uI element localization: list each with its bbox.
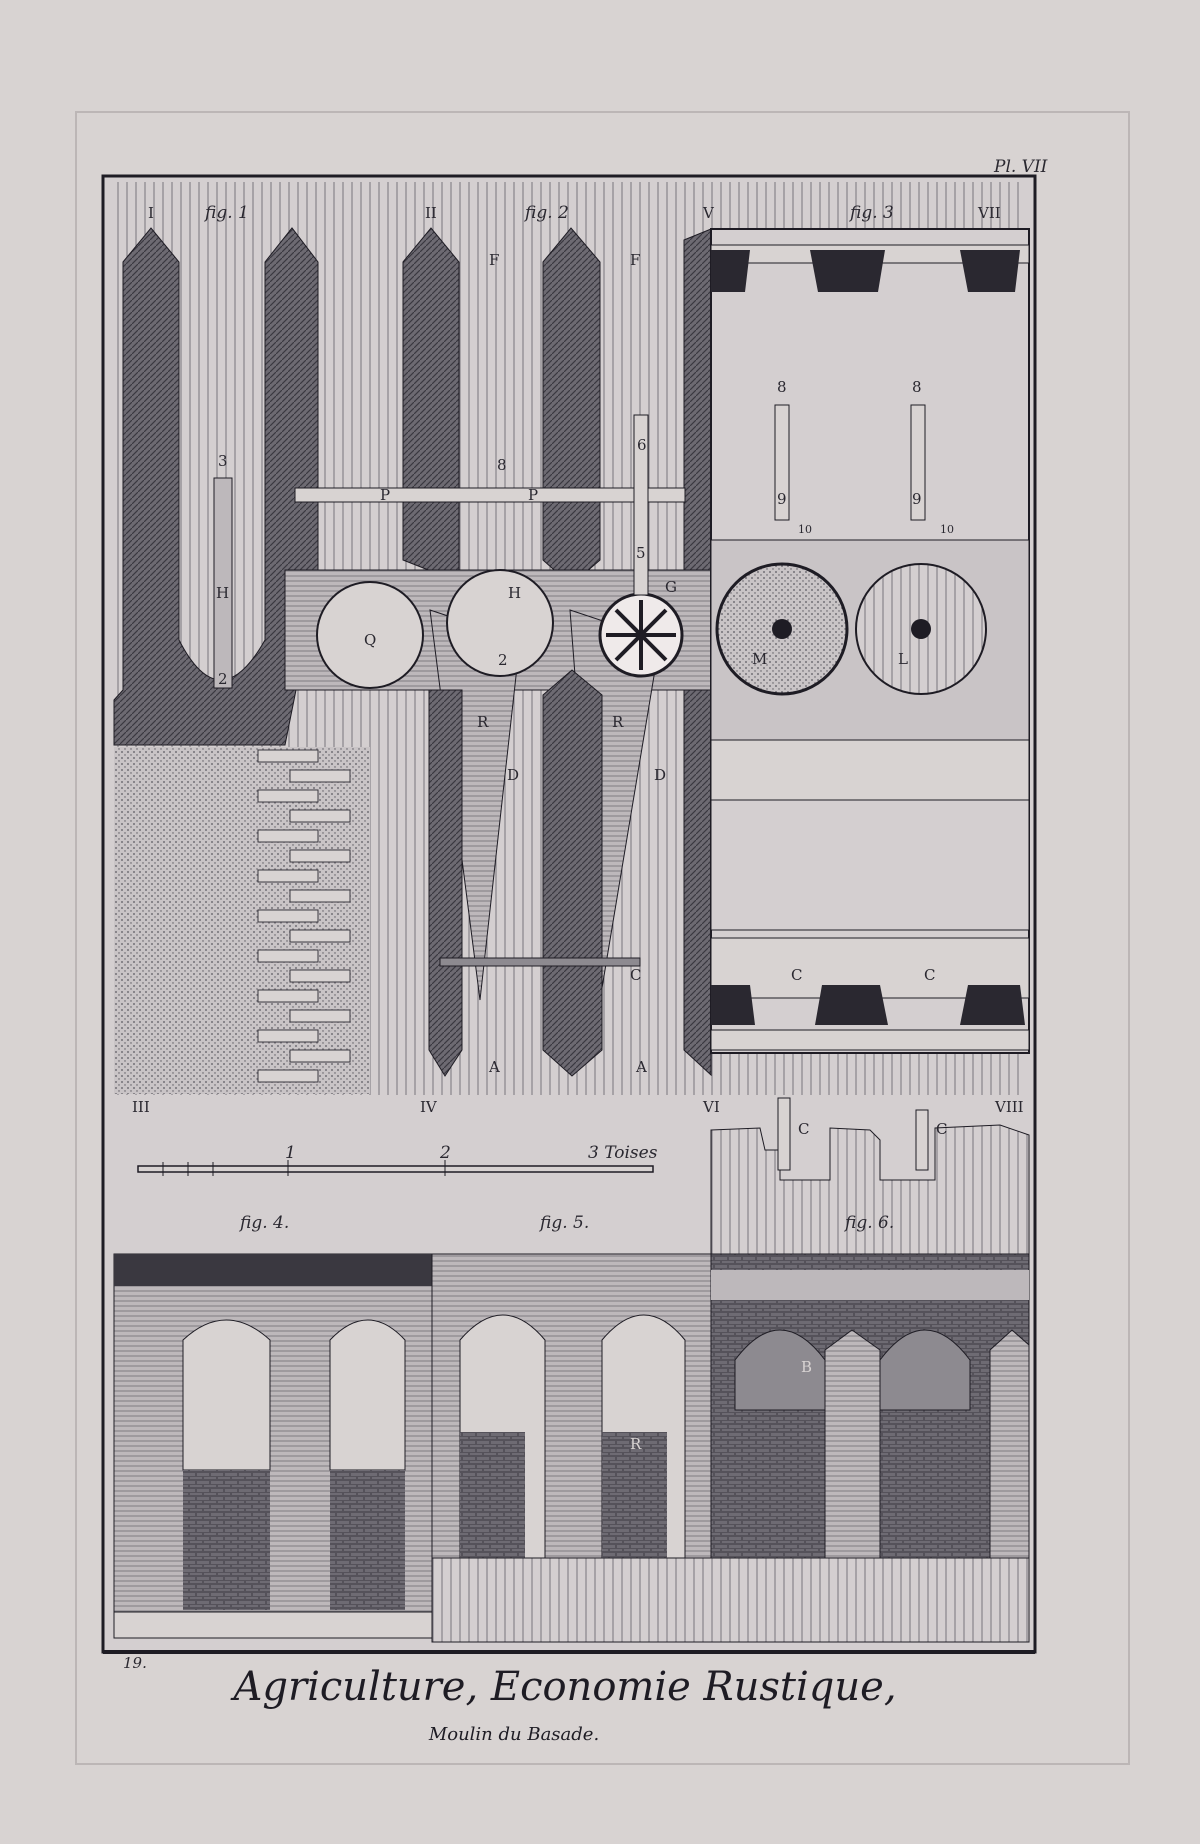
section-numeral: VIII [994, 1098, 1024, 1116]
part-letter: 5 [636, 544, 646, 562]
part-letter: 2 [218, 670, 228, 688]
millwheel-h [446, 569, 554, 677]
part-letter: F [630, 251, 640, 269]
section-numeral: VII [977, 204, 1001, 222]
part-letter: C [936, 1120, 947, 1138]
part-letter: R [630, 1435, 642, 1453]
section-numeral: II [425, 204, 437, 222]
part-letter: R [612, 713, 624, 731]
part-letter: 9 [777, 490, 787, 508]
page-number: 19. [123, 1654, 147, 1672]
figure-label: fig. 3 [848, 203, 894, 223]
part-letter: A [488, 1058, 500, 1076]
scale-tick-label: 2 [439, 1143, 451, 1163]
part-letter: P [528, 486, 538, 504]
figure-label: fig. 2 [523, 203, 569, 223]
part-letter: 8 [912, 378, 922, 396]
figure-2-plan [284, 227, 712, 1077]
figure-label: fig. 4. [238, 1213, 289, 1233]
part-letter: C [798, 1120, 809, 1138]
figure-6-section [710, 1253, 1030, 1559]
part-letter: C [791, 966, 802, 984]
scale-tick-label: 1 [285, 1143, 296, 1163]
plate-subtitle: Moulin du Basade. [428, 1724, 599, 1745]
section-numeral: VI [702, 1098, 720, 1116]
part-letter: Q [364, 631, 376, 649]
figure-label: fig. 1 [203, 203, 249, 223]
part-letter: 9 [912, 490, 922, 508]
scale-bar [137, 1160, 654, 1176]
part-letter: 8 [497, 456, 507, 474]
part-letter: 10 [940, 523, 954, 536]
part-letter: F [489, 251, 499, 269]
pile-foundation [431, 1557, 1030, 1643]
figure-1-plan [113, 227, 370, 1094]
part-letter: 3 [218, 452, 228, 470]
part-letter: H [216, 584, 229, 602]
part-letter: 2 [498, 651, 508, 669]
plate-number: Pl. VII [993, 157, 1048, 177]
part-letters: 3 H 2 F F P P 8 6 5 Q H 2 G R R D D C A … [216, 251, 954, 1453]
millwheel-q [316, 581, 424, 689]
section-numeral: I [148, 204, 154, 222]
figure-3-plan [710, 228, 1030, 1054]
part-letter: L [898, 650, 908, 668]
part-letter: 8 [777, 378, 787, 396]
figure-label: fig. 5. [538, 1213, 589, 1233]
part-letter: P [380, 486, 390, 504]
part-letter: B [801, 1358, 812, 1376]
part-letter: A [635, 1058, 647, 1076]
part-letter: H [508, 584, 521, 602]
part-letter: 10 [798, 523, 812, 536]
part-letter: R [477, 713, 489, 731]
section-numeral: IV [420, 1098, 438, 1116]
part-letter: G [665, 578, 677, 596]
figure-label: fig. 6. [843, 1213, 894, 1233]
section-numeral: V [702, 204, 715, 222]
plate-mark [75, 111, 1130, 1765]
part-letter: C [924, 966, 935, 984]
part-letter: M [752, 650, 767, 668]
figure-4-section [113, 1253, 433, 1639]
figure-6-elevation [710, 1124, 1030, 1256]
plate-title: Agriculture, Economie Rustique, [229, 1664, 896, 1710]
part-letter: D [654, 766, 666, 784]
part-letter: C [630, 966, 641, 984]
section-numeral: III [132, 1098, 150, 1116]
part-letter: 6 [637, 436, 647, 454]
figure-5-section [431, 1253, 712, 1559]
part-letter: D [507, 766, 519, 784]
scale-tick-label: 3 Toises [588, 1143, 658, 1163]
